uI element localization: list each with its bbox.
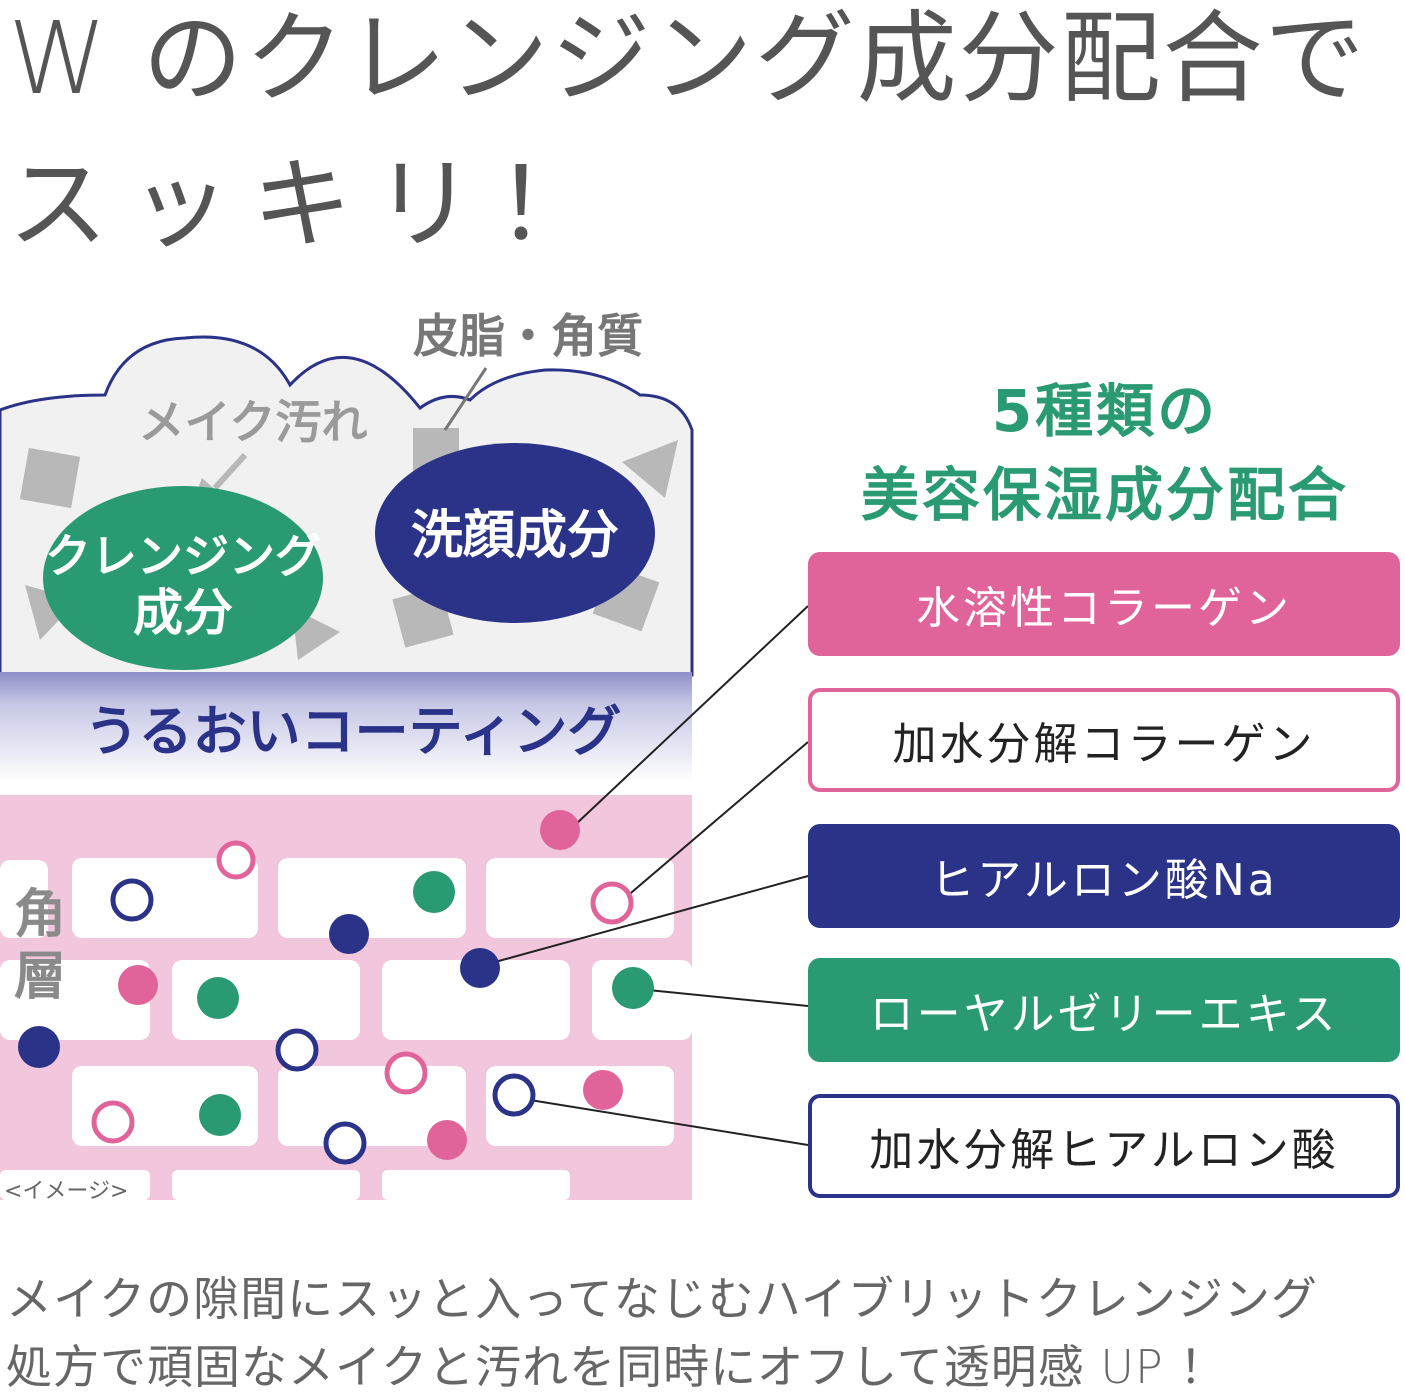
coating-layer <box>0 672 692 782</box>
cleansing-label-1: クレンジング <box>45 529 321 583</box>
hyaluronic-dot <box>460 948 500 988</box>
connector-lines <box>494 605 809 1146</box>
ingredient-box-hydrolyzed-collagen: 加水分解コラーゲン <box>808 688 1400 792</box>
ingredient-box-water-soluble-collagen: 水溶性コラーゲン <box>808 552 1400 656</box>
hydrolyzed-hyaluronic-dot <box>323 1121 367 1165</box>
stratum-label-1: 角 <box>14 885 66 945</box>
cleansing-label-2: 成分 <box>133 584 233 642</box>
ingredient-label: 水溶性コラーゲン <box>916 583 1292 634</box>
hyaluronic-dot <box>18 1026 60 1068</box>
royal-jelly-dot <box>199 1094 241 1136</box>
hydrolyzed-hyaluronic-dot <box>492 1073 536 1117</box>
ingredient-box-royal-jelly: ローヤルゼリーエキス <box>808 958 1400 1062</box>
makeup-dirt-label: メイク汚れ <box>138 395 367 449</box>
hydrolyzed-collagen-dot <box>91 1100 135 1144</box>
ingredient-box-sodium-hyaluronate: ヒアルロン酸Na <box>808 824 1400 928</box>
skin-diagram: 皮脂・角質 メイク汚れ クレンジング 成分 洗顔成分 うるおいコーティング 角 … <box>0 309 809 1204</box>
ingredients-title-line-2: 美容保湿成分配合 <box>860 461 1349 529</box>
ingredient-label: ヒアルロン酸Na <box>930 855 1278 906</box>
ingredient-label: ローヤルゼリーエキス <box>869 989 1339 1040</box>
collagen-dot <box>540 810 580 850</box>
cleansing-bubble <box>43 486 323 670</box>
hydrolyzed-collagen-dot <box>384 1051 428 1095</box>
hydrolyzed-hyaluronic-dot <box>110 878 154 922</box>
caption-line-1: メイクの隙間にスッと入ってなじむハイブリットクレンジング <box>6 1272 1318 1326</box>
royal-jelly-dot <box>197 977 239 1019</box>
collagen-dot <box>118 965 158 1005</box>
hydrolyzed-collagen-dot <box>590 881 634 925</box>
royal-jelly-dot <box>612 967 654 1009</box>
collagen-dot <box>583 1070 623 1110</box>
dirt-triangle <box>622 440 678 498</box>
facewash-bubble <box>375 443 655 623</box>
sebum-label: 皮脂・角質 <box>413 309 643 363</box>
image-note: <イメージ> <box>4 1179 128 1204</box>
hyaluronic-dot <box>329 914 369 954</box>
ingredient-dots <box>18 810 654 1165</box>
collagen-dot <box>427 1120 467 1160</box>
ingredient-box-hydrolyzed-hyaluronic: 加水分解ヒアルロン酸 <box>808 1094 1400 1198</box>
coating-label: うるおいコーティング <box>85 700 622 763</box>
headline-line-2: スッキリ！ <box>8 146 618 263</box>
ingredients-title-line-1: 5種類の <box>991 377 1219 445</box>
headline-line-1: W のクレンジング成分配合で <box>8 0 1367 117</box>
caption-line-2: 処方で頑固なメイクと汚れを同時にオフして透明感 UP ！ <box>6 1340 1227 1394</box>
hydrolyzed-collagen-dot <box>216 840 256 880</box>
ingredient-label: 加水分解ヒアルロン酸 <box>869 1125 1339 1176</box>
royal-jelly-dot <box>413 871 455 913</box>
stratum-label-2: 層 <box>14 947 66 1007</box>
facewash-label: 洗顔成分 <box>411 506 619 566</box>
hydrolyzed-hyaluronic-dot <box>275 1028 319 1072</box>
ingredient-label: 加水分解コラーゲン <box>892 719 1316 770</box>
dirt-square <box>19 447 81 509</box>
